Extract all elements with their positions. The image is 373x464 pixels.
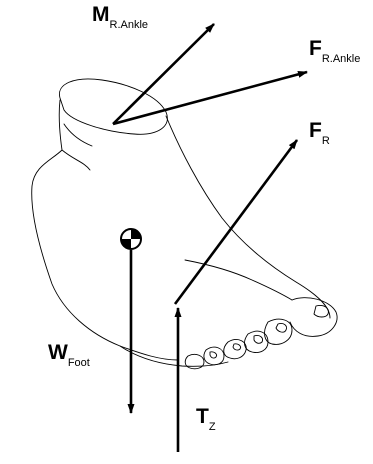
foot-outline bbox=[32, 79, 337, 369]
force-vectors bbox=[113, 24, 307, 452]
force-reaction-arrow bbox=[175, 140, 297, 304]
center-of-mass-symbol bbox=[121, 229, 141, 249]
ankle-bone-line bbox=[62, 150, 90, 170]
label-torque-z: TZ bbox=[196, 406, 216, 433]
toe-5-nail bbox=[210, 352, 217, 358]
instep-outline bbox=[166, 116, 330, 318]
label-weight-foot: WFoot bbox=[48, 342, 90, 369]
big-toe-nail bbox=[314, 305, 328, 317]
toe-5 bbox=[204, 347, 224, 365]
toe-3-nail bbox=[254, 335, 263, 343]
sole-outline bbox=[120, 346, 228, 366]
toe-4-nail bbox=[233, 344, 241, 350]
label-force-reaction: FR bbox=[309, 120, 330, 147]
ankle-detail-line bbox=[64, 124, 92, 146]
heel-outline bbox=[32, 100, 178, 360]
top-of-foot-line bbox=[185, 260, 292, 300]
toe-2 bbox=[265, 319, 292, 344]
label-force-ankle: FR.Ankle bbox=[309, 38, 360, 65]
toe-2-nail bbox=[276, 323, 287, 332]
moment-ankle-arrow bbox=[113, 24, 214, 124]
label-moment-ankle: MR.Ankle bbox=[92, 4, 148, 31]
force-ankle-arrow bbox=[113, 72, 307, 124]
